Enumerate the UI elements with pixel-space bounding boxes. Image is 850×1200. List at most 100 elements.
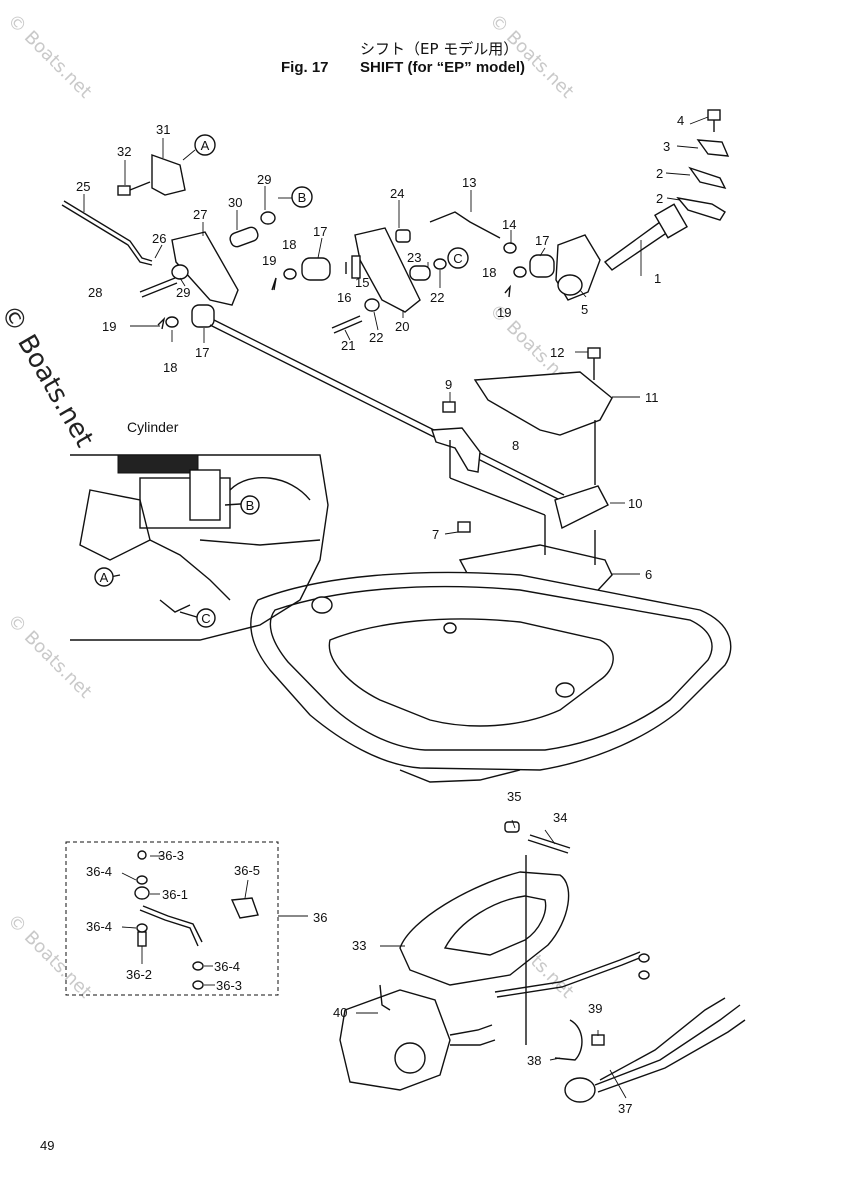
part-label-36-2: 36-2 bbox=[126, 967, 152, 982]
callout-b-inset: B bbox=[246, 498, 255, 513]
part-label-17: 17 bbox=[313, 224, 327, 239]
figure-number: Fig. 17 bbox=[281, 59, 329, 76]
cylinder-inset-outline bbox=[70, 454, 329, 641]
leader-lines bbox=[83, 116, 709, 1099]
cowling-mount-hole bbox=[311, 596, 333, 614]
callout-c-inset: C bbox=[201, 611, 210, 626]
part-label-14: 14 bbox=[502, 217, 516, 232]
part-label-24: 24 bbox=[390, 186, 404, 201]
callout-circle-c bbox=[447, 247, 469, 269]
part-label-22: 22 bbox=[430, 290, 444, 305]
box-40-wires bbox=[450, 1039, 496, 1046]
washer-29-top bbox=[260, 211, 276, 225]
part-label-36-4: 36-4 bbox=[214, 959, 240, 974]
part-label-25: 25 bbox=[76, 179, 90, 194]
shift-cable-edge bbox=[213, 319, 565, 496]
plate-33 bbox=[399, 871, 570, 986]
bolt-32 bbox=[117, 185, 131, 196]
grommet-36-1 bbox=[134, 886, 150, 900]
lever-5-boss bbox=[557, 274, 583, 296]
remote-control-box-40 bbox=[339, 989, 451, 1091]
bolt-34 bbox=[529, 834, 571, 849]
bushing-17-right bbox=[529, 254, 555, 278]
bolt-34-edge bbox=[527, 839, 569, 854]
grommet-36-5 bbox=[230, 897, 259, 919]
guide-line bbox=[449, 477, 546, 516]
part-label-31: 31 bbox=[156, 122, 170, 137]
callout-a-inset: A bbox=[100, 570, 109, 585]
washer-29-lower bbox=[171, 264, 189, 280]
bracket-31 bbox=[151, 154, 186, 196]
bolt-12 bbox=[587, 347, 601, 359]
harness-37-wire bbox=[599, 997, 726, 1081]
shift-rod-13 bbox=[429, 211, 501, 239]
part-label-7: 7 bbox=[432, 527, 439, 542]
shift-rod-25 bbox=[61, 204, 153, 266]
bolt-28 bbox=[139, 277, 176, 293]
bolt-9 bbox=[442, 401, 456, 413]
part-label-36-4: 36-4 bbox=[86, 919, 112, 934]
bracket-8 bbox=[431, 427, 481, 473]
washer-36-4-mid bbox=[136, 923, 148, 933]
cylinder-head-block bbox=[117, 454, 199, 474]
linkage-clip-inset bbox=[159, 599, 191, 613]
part-label-1: 1 bbox=[654, 271, 661, 286]
linkage-rod-inset bbox=[199, 539, 321, 546]
control-lever bbox=[379, 984, 391, 1011]
cable-inset bbox=[229, 477, 311, 501]
part-label-11: 11 bbox=[645, 390, 659, 405]
bottom-cowling bbox=[250, 571, 732, 771]
part-label-16: 16 bbox=[337, 290, 351, 305]
part-labels: 1 2 2 3 4 5 6 7 8 9 10 11 12 13 14 15 16… bbox=[76, 113, 684, 1116]
bushing-17-left bbox=[191, 304, 215, 328]
washer-22-lower bbox=[364, 298, 380, 312]
part-label-36-1: 36-1 bbox=[162, 887, 188, 902]
callout-c: C bbox=[453, 251, 462, 266]
callout-a: A bbox=[201, 138, 210, 153]
cowling-mount-hole bbox=[443, 622, 457, 634]
washer bbox=[638, 970, 650, 980]
part-label-34: 34 bbox=[553, 810, 567, 825]
part-label-36-3: 36-3 bbox=[216, 978, 242, 993]
cowling-inner-opening bbox=[328, 618, 614, 727]
clip-19-right bbox=[504, 284, 511, 298]
link-rod bbox=[494, 951, 641, 993]
washer-22-upper bbox=[433, 258, 447, 270]
part-label-2: 2 bbox=[656, 166, 663, 181]
bolt-21 bbox=[331, 315, 361, 329]
cylinder-component bbox=[189, 469, 221, 521]
part-label-37: 37 bbox=[618, 1101, 632, 1116]
part-label-38: 38 bbox=[527, 1053, 541, 1068]
part-label-6: 6 bbox=[645, 567, 652, 582]
part-label-36: 36 bbox=[313, 910, 327, 925]
washer bbox=[638, 953, 650, 963]
part-label-13: 13 bbox=[462, 175, 476, 190]
part-label-5: 5 bbox=[581, 302, 588, 317]
screw-39 bbox=[591, 1034, 605, 1046]
box-40-wires bbox=[449, 1024, 493, 1036]
figure-title: SHIFT (for “EP” model) bbox=[360, 59, 525, 76]
pin-15 bbox=[351, 255, 361, 279]
clamp-2-lower bbox=[676, 196, 726, 221]
clip-19-mid bbox=[271, 277, 277, 291]
harness-37-wire bbox=[597, 1019, 746, 1093]
washer-18-mid bbox=[283, 268, 297, 280]
part-label-29: 29 bbox=[176, 285, 190, 300]
cowling-bottom-edge bbox=[399, 769, 521, 783]
nut-35 bbox=[504, 821, 520, 833]
part-label-26: 26 bbox=[152, 231, 166, 246]
nut-36-3-top bbox=[137, 850, 147, 860]
cowling-mount-hole bbox=[555, 682, 575, 698]
part-label-35: 35 bbox=[507, 789, 521, 804]
washer-18-right bbox=[513, 266, 527, 278]
part-label-4: 4 bbox=[677, 113, 684, 128]
bolt-7 bbox=[457, 521, 471, 533]
clip-19-left bbox=[157, 316, 166, 330]
part-label-36-4: 36-4 bbox=[86, 864, 112, 879]
washer-18-left bbox=[165, 316, 179, 328]
shift-shaft-1 bbox=[603, 221, 670, 271]
part-label-9: 9 bbox=[445, 377, 452, 392]
bolt-21-edge bbox=[333, 320, 363, 334]
plate-3 bbox=[696, 139, 730, 157]
linkage-rod-inset bbox=[149, 539, 231, 601]
